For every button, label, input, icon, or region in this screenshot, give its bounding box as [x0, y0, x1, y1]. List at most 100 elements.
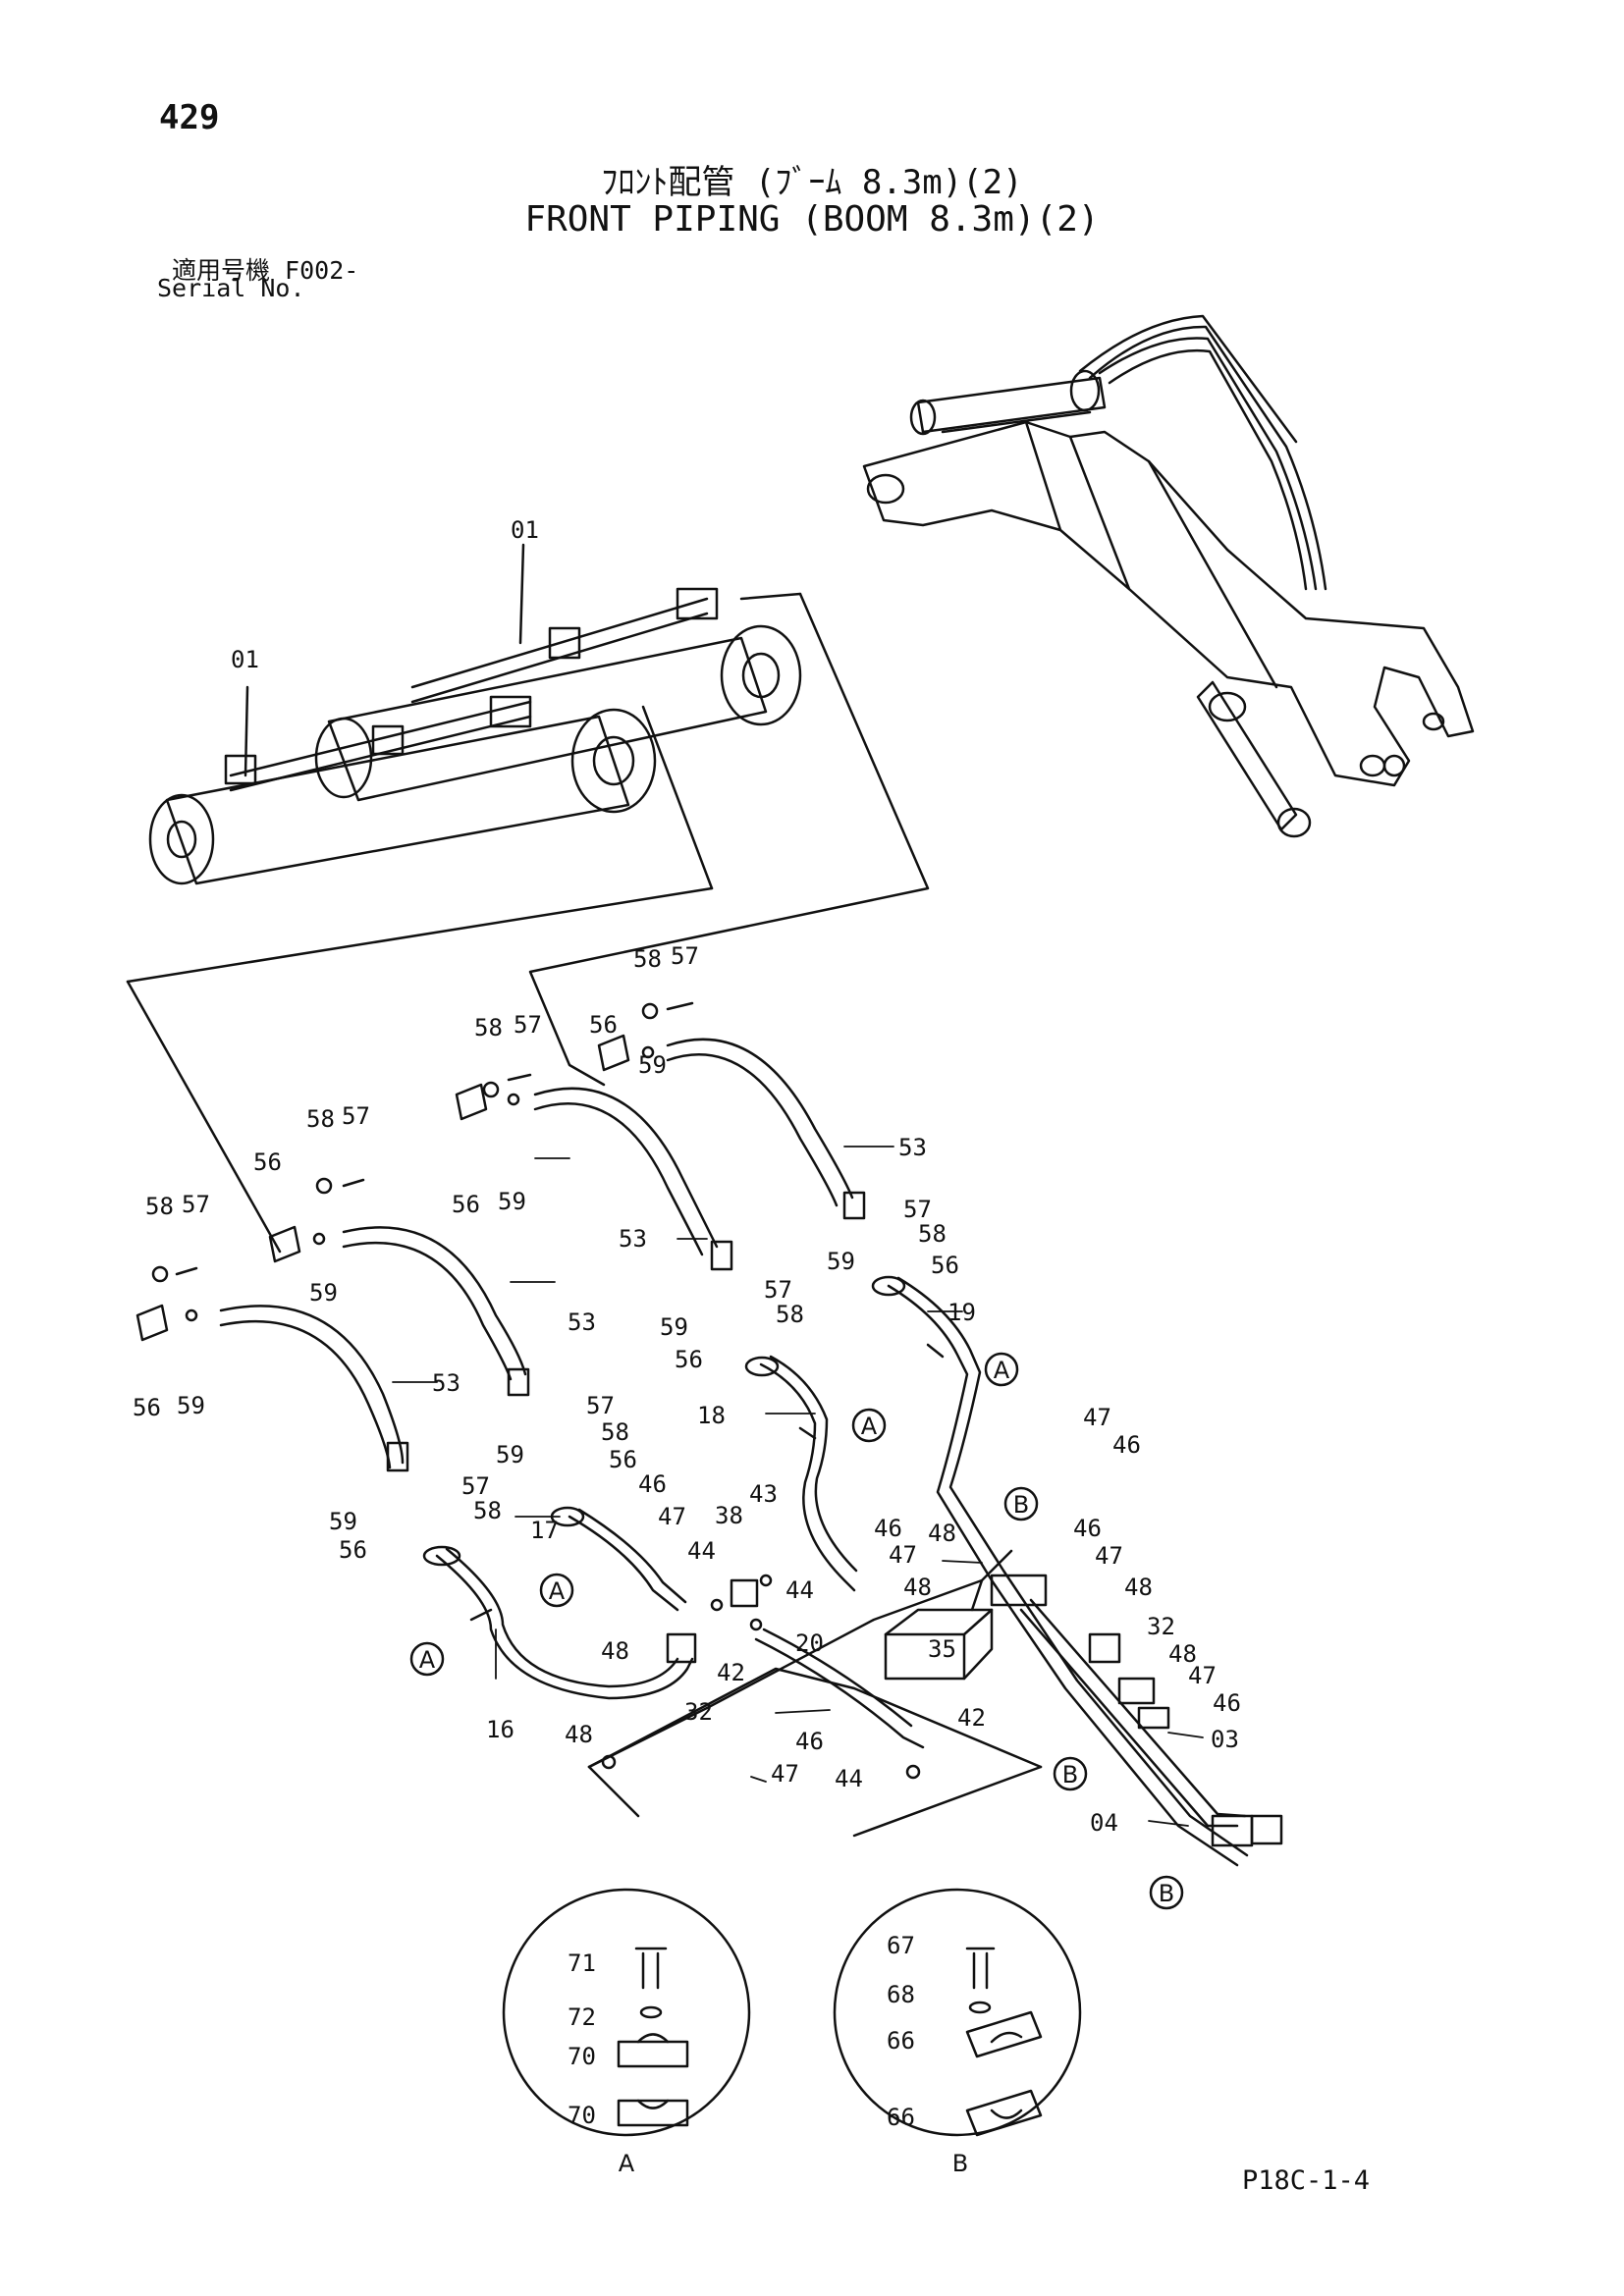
callout-03: 03 — [1211, 1726, 1239, 1753]
page-number: 429 — [159, 98, 220, 137]
callout-labels: 01 01 56 58 57 59 58 57 56 59 58 57 56 5… — [133, 516, 1241, 2177]
callout-53: 53 — [432, 1369, 460, 1397]
marker-a: A — [549, 1577, 566, 1605]
callout-46: 46 — [638, 1470, 667, 1498]
callout-59: 59 — [329, 1508, 357, 1535]
callout-57: 57 — [514, 1011, 542, 1039]
callout-38: 38 — [715, 1502, 743, 1529]
callout-01-lower: 01 — [231, 646, 259, 673]
callout-56: 56 — [253, 1148, 282, 1176]
boom-cylinders-illustration — [126, 543, 930, 1254]
callout-58: 58 — [633, 945, 662, 973]
callout-57: 57 — [671, 942, 699, 970]
detail-b-label: B — [952, 2150, 968, 2177]
callout-59: 59 — [638, 1051, 667, 1079]
callout-72: 72 — [568, 2003, 596, 2031]
callout-58: 58 — [306, 1105, 335, 1133]
drawing-code: P18C-1-4 — [1242, 2165, 1371, 2196]
detail-a-label: A — [619, 2150, 635, 2177]
callout-47: 47 — [1188, 1662, 1217, 1689]
callout-56: 56 — [675, 1346, 703, 1373]
marker-b: B — [1013, 1491, 1029, 1519]
callout-59: 59 — [496, 1441, 524, 1468]
callout-71: 71 — [568, 1949, 596, 1977]
callout-68: 68 — [887, 1981, 915, 2008]
title-english: FRONT PIPING (BOOM 8.3m)(2) — [524, 199, 1100, 240]
boom-overview-illustration — [862, 314, 1475, 838]
callout-48: 48 — [1124, 1574, 1153, 1601]
marker-b: B — [1062, 1761, 1078, 1789]
callout-56: 56 — [609, 1446, 637, 1473]
callout-48: 48 — [565, 1721, 593, 1748]
detail-circle-a — [502, 1888, 751, 2137]
callout-47: 47 — [658, 1503, 686, 1530]
callout-57: 57 — [461, 1472, 490, 1500]
callout-58: 58 — [473, 1497, 502, 1524]
callout-47: 47 — [889, 1541, 917, 1569]
hoses-illustration — [135, 1001, 866, 1472]
callout-46: 46 — [1073, 1515, 1102, 1542]
callout-17: 17 — [530, 1517, 559, 1544]
callout-19: 19 — [947, 1299, 976, 1326]
callout-58: 58 — [145, 1193, 174, 1220]
callout-48: 48 — [1168, 1640, 1197, 1668]
callout-46: 46 — [1112, 1431, 1141, 1459]
callout-44: 44 — [785, 1576, 814, 1604]
callout-32: 32 — [1147, 1613, 1175, 1640]
detail-circle-b — [833, 1888, 1082, 2137]
callout-56: 56 — [339, 1536, 367, 1564]
detail-views — [502, 1888, 1082, 2137]
callout-70: 70 — [568, 2102, 596, 2129]
callout-04: 04 — [1090, 1809, 1118, 1837]
callout-42: 42 — [957, 1704, 986, 1732]
callout-leaders — [392, 1146, 1204, 1827]
callout-46: 46 — [874, 1515, 902, 1542]
callout-58: 58 — [918, 1220, 947, 1248]
callout-42: 42 — [717, 1659, 745, 1686]
steel-pipes-illustration — [422, 1275, 1283, 1867]
callout-57: 57 — [342, 1102, 370, 1130]
callout-18: 18 — [697, 1402, 726, 1429]
callout-66: 66 — [887, 2027, 915, 2055]
callout-70: 70 — [568, 2043, 596, 2070]
marker-b: B — [1159, 1880, 1174, 1907]
callout-57: 57 — [764, 1276, 792, 1304]
callout-56: 56 — [931, 1252, 959, 1279]
serial-label-english: Serial No. — [157, 274, 305, 302]
callout-47: 47 — [771, 1760, 799, 1788]
callout-44: 44 — [835, 1765, 863, 1792]
callout-57: 57 — [586, 1392, 615, 1419]
callout-32: 32 — [684, 1698, 713, 1726]
callout-59: 59 — [660, 1313, 688, 1341]
callout-57: 57 — [182, 1191, 210, 1218]
callout-20: 20 — [795, 1629, 824, 1657]
callout-58: 58 — [474, 1014, 503, 1041]
callout-16: 16 — [486, 1716, 514, 1743]
callout-48: 48 — [601, 1637, 629, 1665]
callout-46: 46 — [795, 1728, 824, 1755]
callout-47: 47 — [1083, 1404, 1111, 1431]
marker-a: A — [419, 1646, 436, 1674]
callout-59: 59 — [309, 1279, 338, 1307]
callout-48: 48 — [903, 1574, 932, 1601]
callout-57: 57 — [903, 1196, 932, 1223]
callout-44: 44 — [687, 1537, 716, 1565]
serial-label-japanese: 適用号機 F002- — [172, 256, 359, 285]
callout-53: 53 — [898, 1134, 927, 1161]
callout-67: 67 — [887, 1932, 915, 1959]
callout-48: 48 — [928, 1520, 956, 1547]
callout-47: 47 — [1095, 1542, 1123, 1570]
callout-53: 53 — [619, 1225, 647, 1253]
callout-58: 58 — [601, 1418, 629, 1446]
callout-56: 56 — [133, 1394, 161, 1421]
callout-53: 53 — [568, 1308, 596, 1336]
callout-59: 59 — [177, 1392, 205, 1419]
title-japanese: ﾌﾛﾝﾄ配管 (ﾌﾞｰﾑ 8.3m)(2) — [601, 163, 1023, 202]
section-markers: A A A A B B B — [409, 1352, 1184, 1910]
callout-56: 56 — [452, 1191, 480, 1218]
callout-56: 56 — [589, 1011, 618, 1039]
marker-a: A — [861, 1413, 878, 1440]
callout-59: 59 — [827, 1248, 855, 1275]
callout-58: 58 — [776, 1301, 804, 1328]
